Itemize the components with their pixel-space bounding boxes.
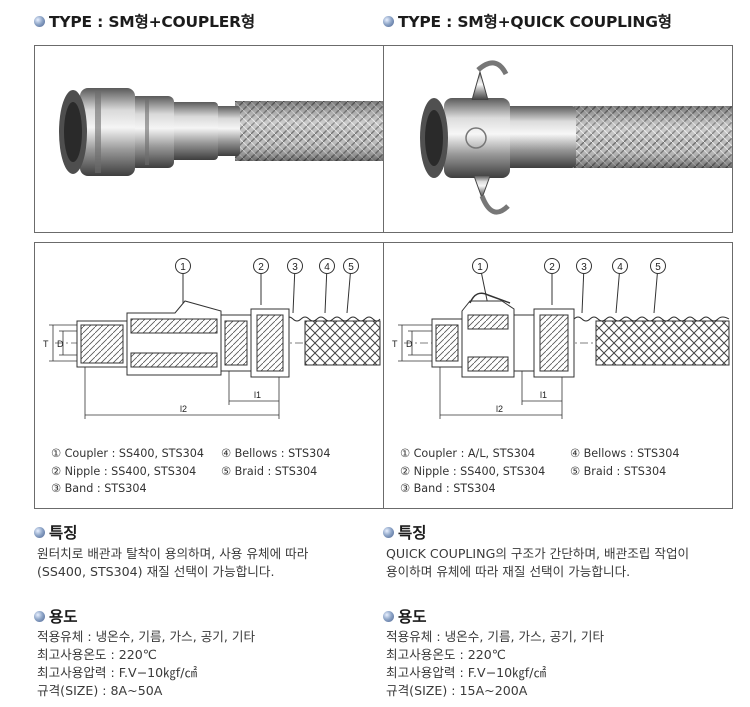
usage-line: 최고사용압력 : F.V−10㎏f/㎠: [37, 665, 198, 680]
callout-1: 1: [180, 262, 186, 273]
usage-heading: 용도: [383, 605, 427, 627]
usage-title: 용도: [49, 608, 78, 626]
usage-line: 최고사용온도 : 220℃: [37, 647, 157, 662]
type-heading: TYPE : SM형+QUICK COUPLING형: [383, 10, 672, 32]
usage-line: 규격(SIZE) : 15A~200A: [386, 683, 528, 698]
legend-nipple: ② Nipple : SS400, STS304: [400, 464, 546, 478]
callout-5: 5: [655, 262, 661, 273]
callout-4: 4: [324, 262, 330, 273]
type-title-text: TYPE : SM형+COUPLER형: [49, 13, 255, 31]
usage-line: 적용유체 : 냉온수, 기름, 가스, 공기, 기타: [386, 629, 605, 644]
usage-title: 용도: [398, 608, 427, 626]
product-photo: [383, 45, 733, 233]
dim-d: D: [406, 339, 413, 349]
callout-markers: [175, 258, 359, 274]
usage-body: 적용유체 : 냉온수, 기름, 가스, 공기, 기타 최고사용온도 : 220℃…: [386, 628, 604, 700]
cross-section-diagram: 1 2 3 4 5: [383, 242, 733, 509]
quick-coupling-drawing: 1 2 3 4 5: [392, 258, 730, 419]
usage-line: 최고사용온도 : 220℃: [386, 647, 506, 662]
cross-section-diagram: 1 2 3 4 5: [34, 242, 384, 509]
feature-line: 원터치로 배관과 탈착이 용의하며, 사용 유체에 따라: [37, 546, 309, 561]
usage-body: 적용유체 : 냉온수, 기름, 가스, 공기, 기타 최고사용온도 : 220℃…: [37, 628, 255, 700]
feature-title: 특징: [49, 524, 78, 542]
dim-l1: l1: [254, 390, 261, 400]
legend-coupler: ① Coupler : A/L, STS304: [400, 447, 536, 460]
coupler-hose-photo: [59, 88, 383, 176]
feature-heading: 특징: [383, 521, 427, 543]
legend-band: ③ Band : STS304: [400, 482, 496, 495]
feature-body: QUICK COUPLING의 구조가 간단하며, 배관조립 작업이 용이하며 …: [386, 545, 689, 581]
legend-band: ③ Band : STS304: [51, 482, 147, 495]
dim-t: T: [43, 339, 49, 349]
bullet-icon: [383, 610, 394, 622]
dim-t: T: [392, 339, 398, 349]
feature-line: 용이하며 유체에 따라 재질 선택이 가능합니다.: [386, 564, 631, 579]
legend-braid: ⑤ Braid : STS304: [221, 464, 318, 478]
legend-nipple: ② Nipple : SS400, STS304: [51, 464, 197, 478]
feature-heading: 특징: [34, 521, 78, 543]
callout-3: 3: [581, 262, 587, 273]
callout-3: 3: [292, 262, 298, 273]
dim-l2: l2: [180, 404, 187, 414]
quick-coupling-hose-photo: [420, 60, 732, 215]
legend-coupler: ① Coupler : SS400, STS304: [51, 447, 204, 460]
callout-5: 5: [348, 262, 354, 273]
callout-4: 4: [617, 262, 623, 273]
feature-line: QUICK COUPLING의 구조가 간단하며, 배관조립 작업이: [386, 546, 690, 561]
bullet-icon: [34, 526, 45, 538]
feature-body: 원터치로 배관과 탈착이 용의하며, 사용 유체에 따라 (SS400, STS…: [37, 545, 308, 581]
dim-l1: l1: [540, 390, 547, 400]
product-photo: [34, 45, 384, 233]
dim-d: D: [57, 339, 64, 349]
type-title-text: TYPE : SM형+QUICK COUPLING형: [398, 13, 672, 31]
bullet-icon: [383, 526, 394, 538]
bullet-icon: [34, 15, 45, 27]
dim-l2: l2: [496, 404, 503, 414]
callout-markers: [472, 258, 666, 274]
type-heading: TYPE : SM형+COUPLER형: [34, 10, 255, 32]
usage-line: 규격(SIZE) : 8A~50A: [37, 683, 163, 698]
legend-braid: ⑤ Braid : STS304: [570, 464, 667, 478]
bullet-icon: [383, 15, 394, 27]
callout-1: 1: [477, 262, 483, 273]
coupler-drawing: 1 2 3 4 5: [43, 258, 381, 419]
usage-line: 적용유체 : 냉온수, 기름, 가스, 공기, 기타: [37, 629, 256, 644]
usage-line: 최고사용압력 : F.V−10㎏f/㎠: [386, 665, 547, 680]
legend-bellows: ④ Bellows : STS304: [570, 447, 680, 460]
bullet-icon: [34, 610, 45, 622]
callout-2: 2: [258, 262, 264, 273]
legend-bellows: ④ Bellows : STS304: [221, 447, 331, 460]
callout-2: 2: [549, 262, 555, 273]
parts-legend: ① Coupler : SS400, STS304 ④ Bellows : ST…: [51, 445, 381, 498]
feature-line: (SS400, STS304) 재질 선택이 가능합니다.: [37, 564, 275, 579]
parts-legend: ① Coupler : A/L, STS304 ④ Bellows : STS3…: [400, 445, 730, 498]
feature-title: 특징: [398, 524, 427, 542]
usage-heading: 용도: [34, 605, 78, 627]
